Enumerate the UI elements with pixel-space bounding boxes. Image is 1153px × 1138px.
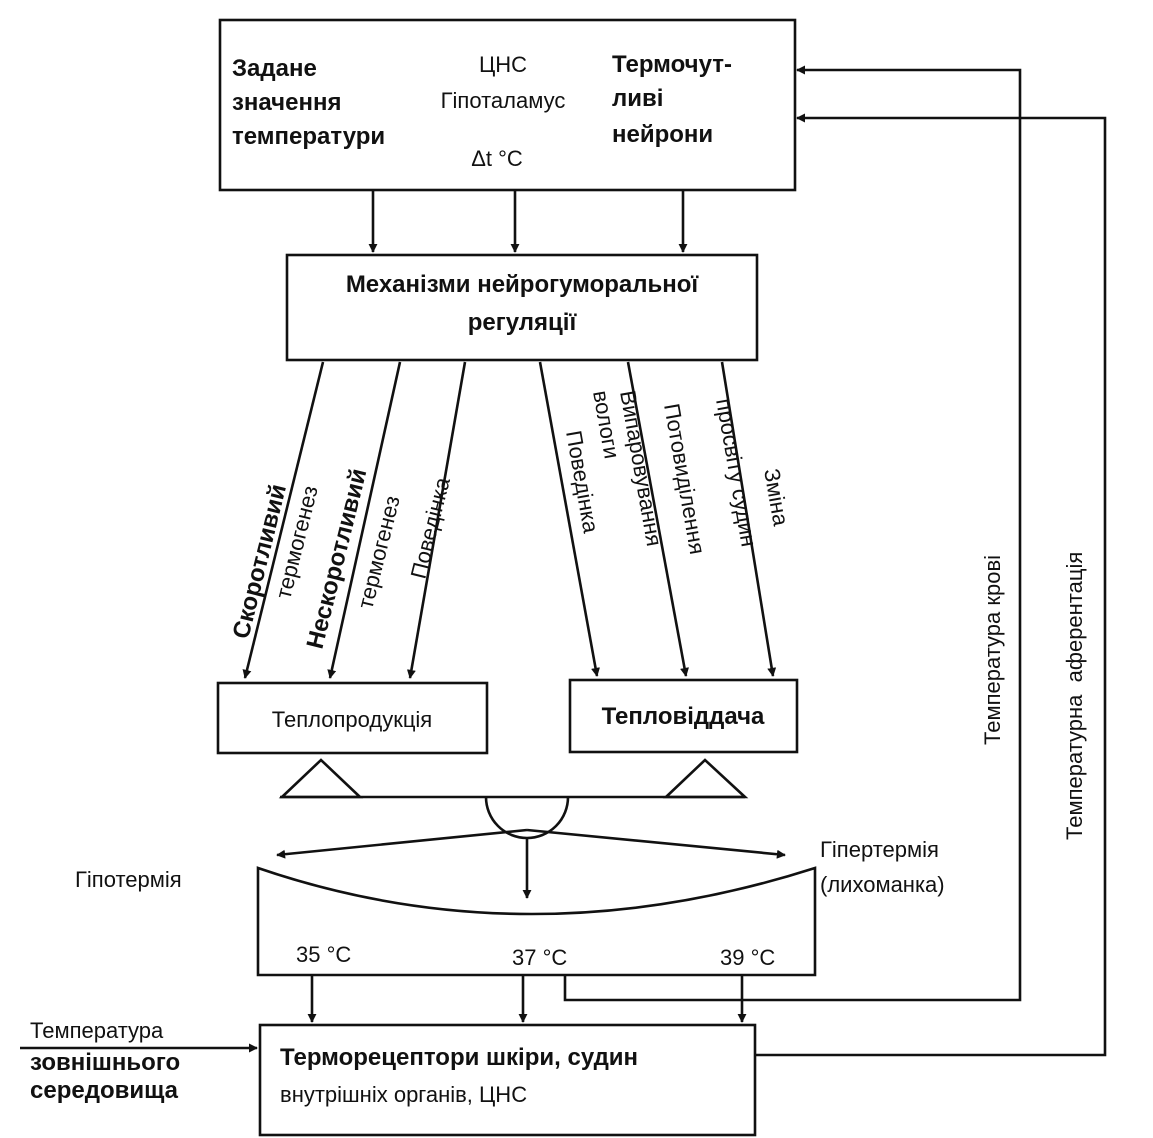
- vessel-lumen-label: просвіту судин: [711, 397, 762, 549]
- receptors-line-2: внутрішніх органів, ЦНС: [280, 1082, 527, 1107]
- heat-loss-label: Тепловіддача: [602, 703, 765, 730]
- blood-temp-feedback: [563, 65, 1022, 1002]
- arrow-slanted: [242, 361, 325, 679]
- fever-label: (лихоманка): [820, 872, 945, 897]
- pivot: [484, 796, 570, 840]
- receptors-box: [258, 1023, 757, 1137]
- heat-production-label: Теплопродукція: [272, 707, 432, 732]
- neurons-line-1: Термочут-: [612, 51, 732, 78]
- arrow-left: [276, 828, 528, 859]
- cns-label: ЦНС: [479, 52, 527, 77]
- scale-39: 39 °C: [720, 945, 775, 970]
- external-temp-line-3: середовища: [30, 1077, 179, 1104]
- change-label: Зміна: [759, 467, 794, 529]
- hypothalamus-label: Гіпоталамус: [441, 88, 566, 113]
- scale-35: 35 °C: [296, 942, 351, 967]
- regulation-box: [285, 253, 759, 362]
- cns-box: [218, 18, 797, 192]
- receptors-line-1: Терморецептори шкіри, судин: [280, 1044, 638, 1071]
- arrow-slanted: [406, 361, 467, 679]
- heat-loss-box: [568, 678, 799, 754]
- scale-37: 37 °C: [512, 945, 567, 970]
- temperature-scale: [256, 866, 817, 977]
- set-point-line-1: Задане: [232, 55, 317, 82]
- afferent-feedback: [755, 113, 1107, 1057]
- set-point-line-2: значення: [232, 89, 341, 116]
- external-temp-line-2: зовнішнього: [30, 1049, 180, 1076]
- blood-temp-label: Температура крові: [980, 555, 1005, 745]
- set-point-line-3: температури: [232, 123, 385, 150]
- behavior-left-label: Поведінка: [406, 474, 455, 581]
- arrow-slanted: [538, 361, 600, 677]
- evaporation-label: Випаровування: [615, 389, 667, 549]
- hypothermia-label: Гіпотермія: [75, 867, 182, 892]
- arrow-slanted: [720, 361, 777, 677]
- neurons-line-3: нейрони: [612, 121, 713, 148]
- delta-t-label: Δt °C: [471, 146, 523, 171]
- external-temp-line-1: Температура: [30, 1018, 164, 1043]
- heat-production-box: [216, 681, 489, 755]
- arrow-slanted: [626, 361, 689, 677]
- regulation-line-1: Механізми нейрогуморальної: [346, 271, 700, 298]
- regulation-line-2: регуляції: [468, 309, 578, 336]
- sweating-label: Потовиділення: [659, 402, 710, 557]
- right-fulcrum: [662, 758, 749, 799]
- arrow-right: [526, 828, 786, 859]
- hyperthermia-label: Гіпертермія: [820, 837, 939, 862]
- arrow-slanted: [327, 361, 402, 679]
- neurons-line-2: ливі: [612, 85, 663, 112]
- afferentation-label: Температурна аферентація: [1062, 552, 1087, 840]
- left-fulcrum: [278, 758, 364, 799]
